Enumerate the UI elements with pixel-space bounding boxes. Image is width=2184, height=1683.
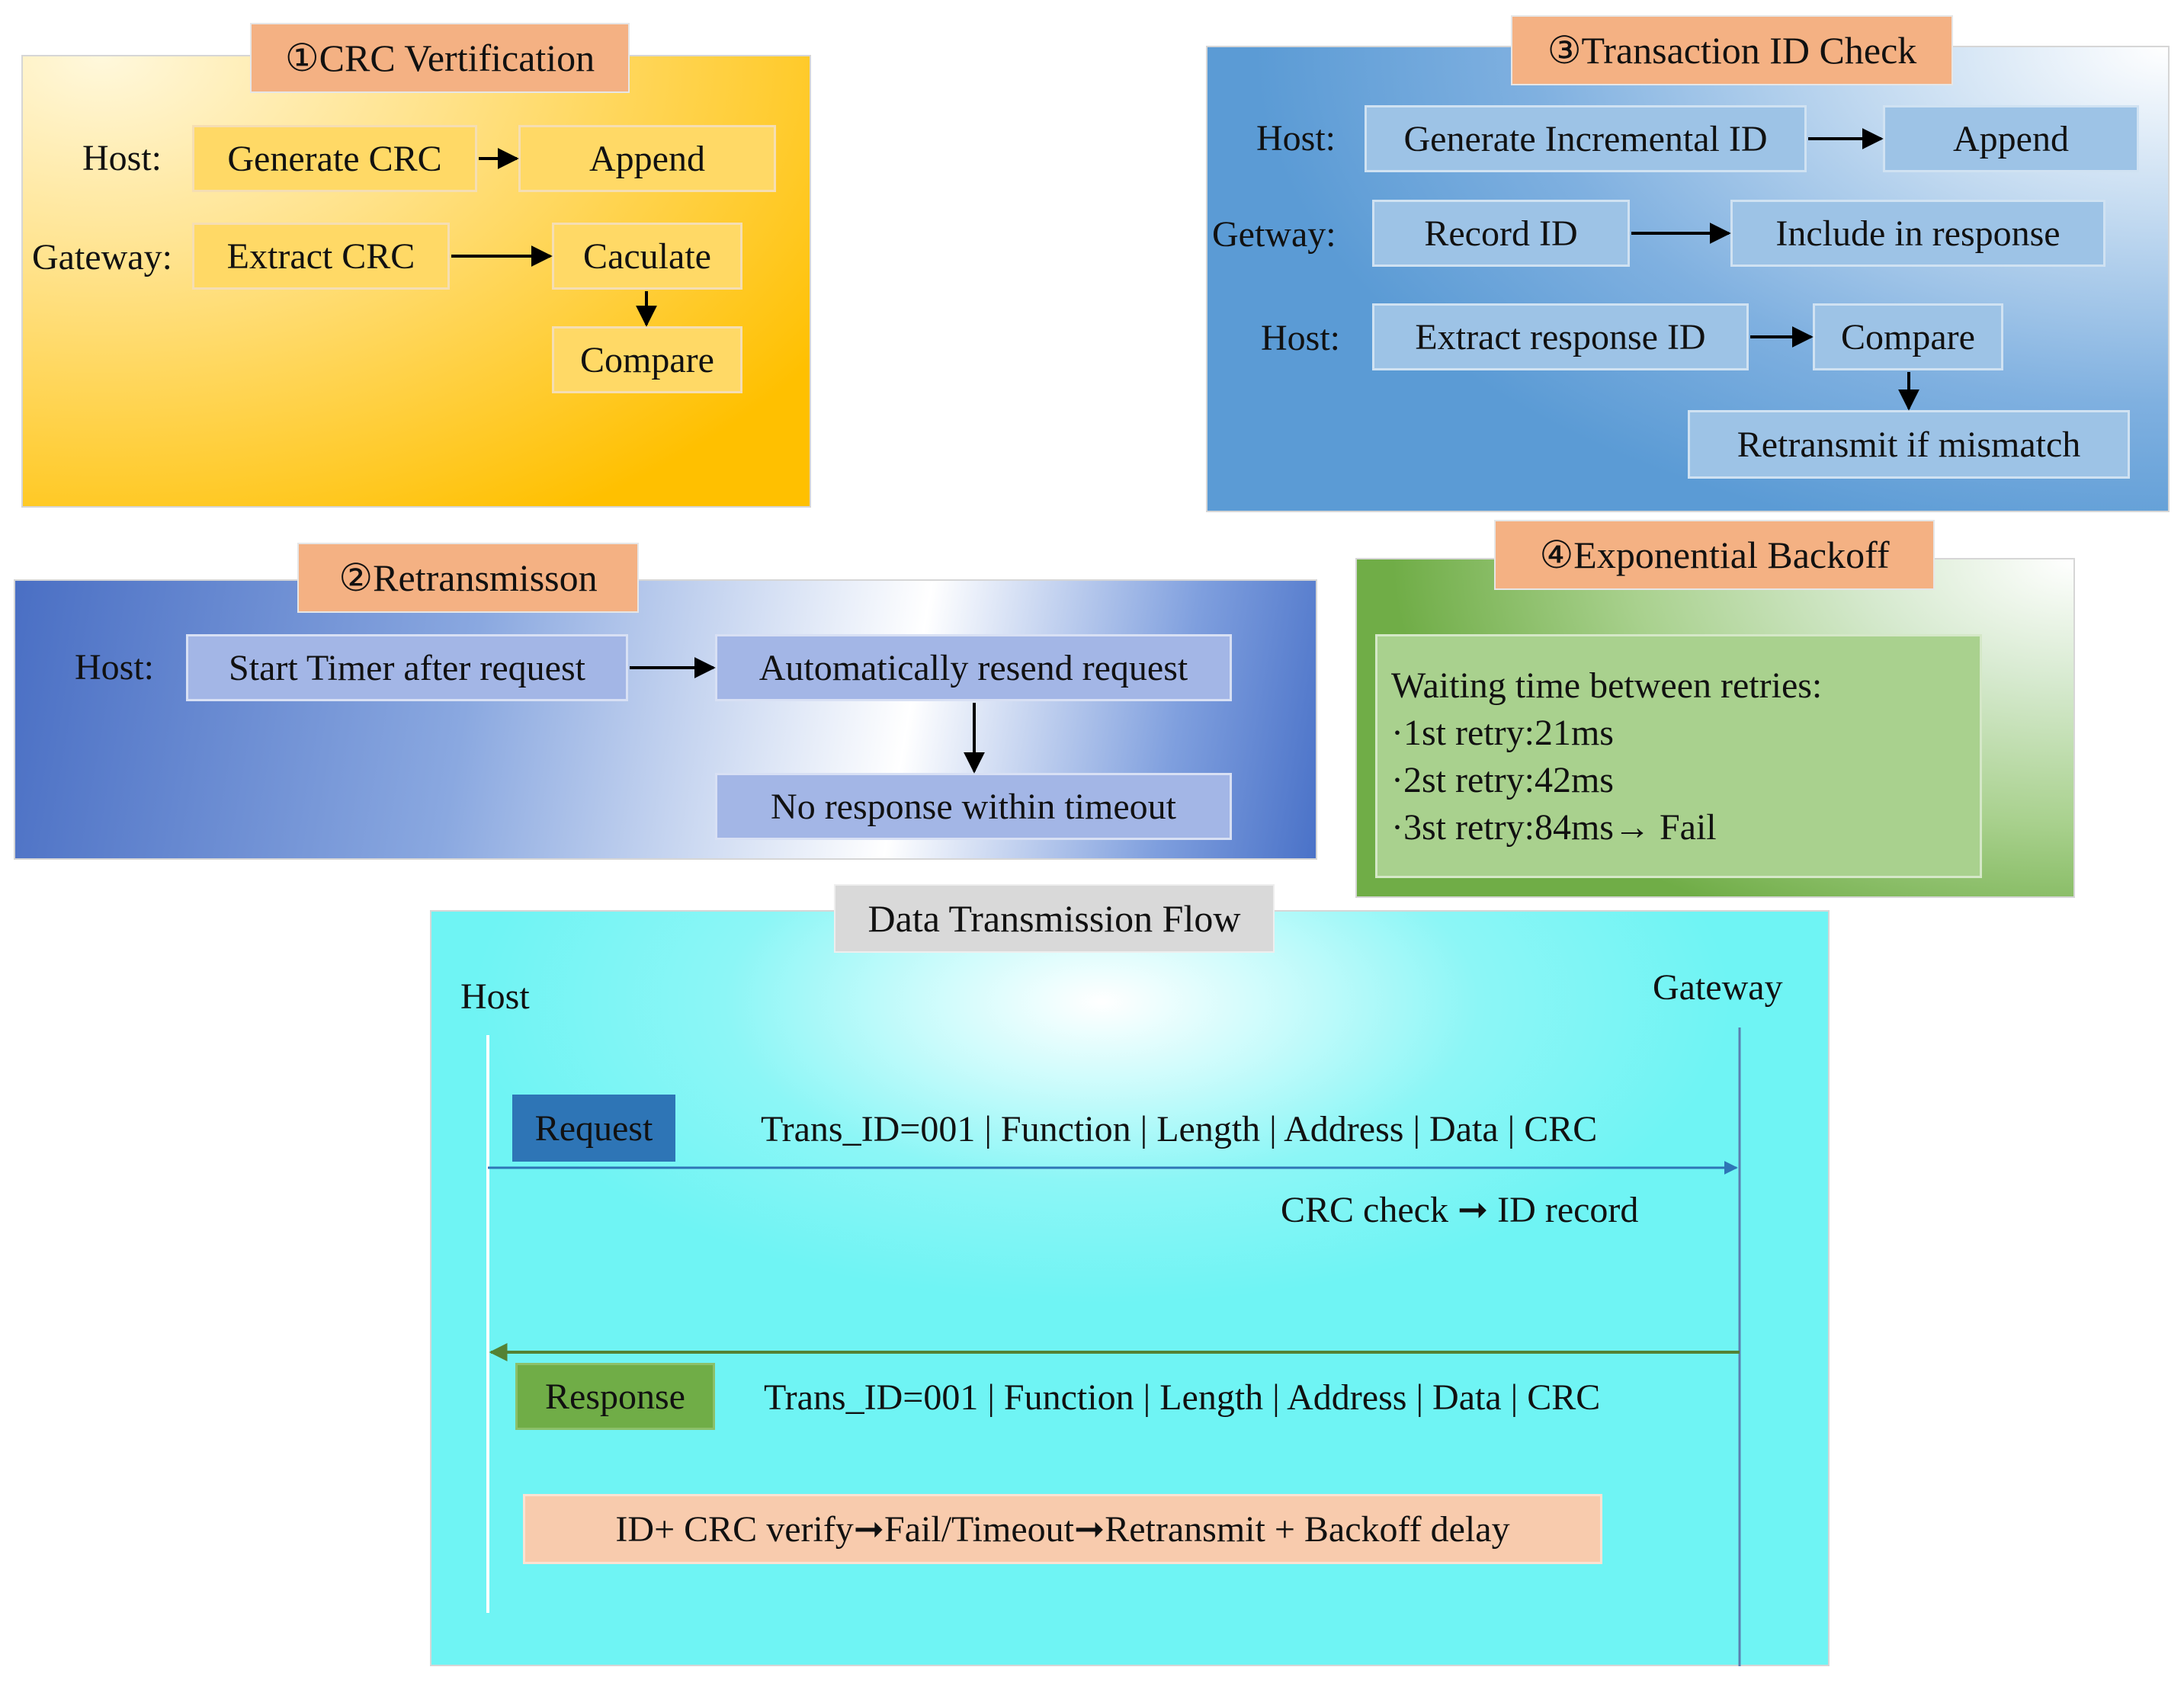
generate-incremental-id-box: Generate Incremental ID <box>1365 105 1807 172</box>
data-transmission-flow-title: Data Transmission Flow <box>834 884 1275 953</box>
retransmit-if-mismatch-box: Retransmit if mismatch <box>1688 410 2130 479</box>
crc-verification-title: ①CRC Vertification <box>250 23 630 93</box>
tid-host-label: Host: <box>1256 117 1336 159</box>
tid-host-label-2: Host: <box>1261 317 1341 358</box>
extract-response-id-box: Extract response ID <box>1372 303 1749 370</box>
retry-line-1: ·1st retry:21ms <box>1391 713 1614 753</box>
flow-gateway-label: Gateway <box>1653 967 1783 1008</box>
tid-append-box: Append <box>1883 105 2139 172</box>
retransmission-title: ②Retransmisson <box>297 543 639 613</box>
gateway-check-note: CRC check ➞ ID record <box>1281 1190 1639 1230</box>
retrans-host-label: Host: <box>75 646 155 688</box>
transaction-id-title: ③Transaction ID Check <box>1511 15 1953 85</box>
flow-host-label: Host <box>460 976 530 1017</box>
crc-append-box: Append <box>518 125 776 192</box>
resend-request-box: Automatically resend request <box>715 634 1232 701</box>
crc-compare-box: Compare <box>552 326 742 393</box>
include-in-response-box: Include in response <box>1730 200 2105 267</box>
retry-line-2: ·2st retry:42ms <box>1391 760 1614 800</box>
verify-summary-box: ID+ CRC verify➞Fail/Timeout➞Retransmit +… <box>523 1494 1602 1564</box>
response-label: Response <box>515 1363 715 1430</box>
start-timer-box: Start Timer after request <box>186 634 628 701</box>
tid-gateway-label: Getway: <box>1212 213 1336 255</box>
request-label: Request <box>512 1095 675 1162</box>
no-response-box: No response within timeout <box>715 773 1232 840</box>
record-id-box: Record ID <box>1372 200 1630 267</box>
crc-host-label: Host: <box>82 137 162 178</box>
response-fields: Trans_ID=001 | Function | Length | Addre… <box>764 1377 1601 1418</box>
retry-heading: Waiting time between retries: <box>1391 665 1823 706</box>
calculate-box: Caculate <box>552 223 742 290</box>
generate-crc-box: Generate CRC <box>192 125 477 192</box>
retry-line-3: ·3st retry:84ms→ Fail <box>1391 807 1717 848</box>
retry-times-box: Waiting time between retries: ·1st retry… <box>1375 634 1982 878</box>
tid-compare-box: Compare <box>1813 303 2003 370</box>
exponential-backoff-title: ④Exponential Backoff <box>1494 520 1935 590</box>
crc-gateway-label: Gateway: <box>32 236 172 277</box>
extract-crc-box: Extract CRC <box>192 223 450 290</box>
request-fields: Trans_ID=001 | Function | Length | Addre… <box>761 1108 1598 1149</box>
